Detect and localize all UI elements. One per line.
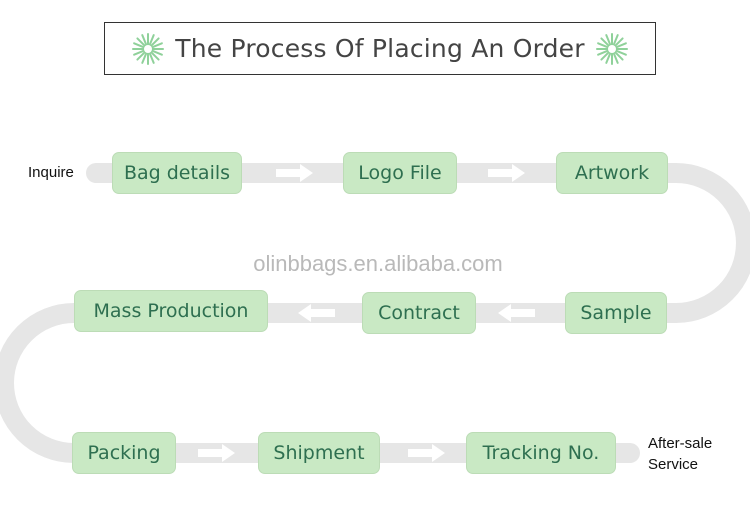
arrow-right-icon	[408, 444, 445, 462]
step-logo-file: Logo File	[343, 152, 457, 194]
start-label: Inquire	[28, 164, 74, 181]
step-artwork: Artwork	[556, 152, 668, 194]
end-label-line1: After-sale	[648, 435, 713, 452]
arrow-down-icon	[15, 366, 33, 398]
step-packing: Packing	[72, 432, 176, 474]
arrow-right-icon	[276, 164, 313, 182]
watermark: olinbbags.en.alibaba.com	[253, 251, 503, 276]
arrow-right-icon	[198, 444, 235, 462]
end-label-line2: Service	[648, 456, 699, 473]
step-contract: Contract	[362, 292, 476, 334]
step-shipment: Shipment	[258, 432, 380, 474]
arrow-down-icon	[717, 225, 735, 258]
arrow-left-icon	[298, 304, 335, 322]
step-bag-details: Bag details	[112, 152, 242, 194]
diagram-title: The Process Of Placing An Order	[175, 34, 585, 63]
title-box: The Process Of Placing An Order	[104, 22, 656, 75]
arrow-right-icon	[488, 164, 525, 182]
step-sample: Sample	[565, 292, 667, 334]
starburst-icon-right	[595, 32, 628, 65]
arrow-left-icon	[498, 304, 535, 322]
starburst-icon-left	[132, 32, 165, 65]
step-tracking-no: Tracking No.	[466, 432, 616, 474]
step-mass-production: Mass Production	[74, 290, 268, 332]
